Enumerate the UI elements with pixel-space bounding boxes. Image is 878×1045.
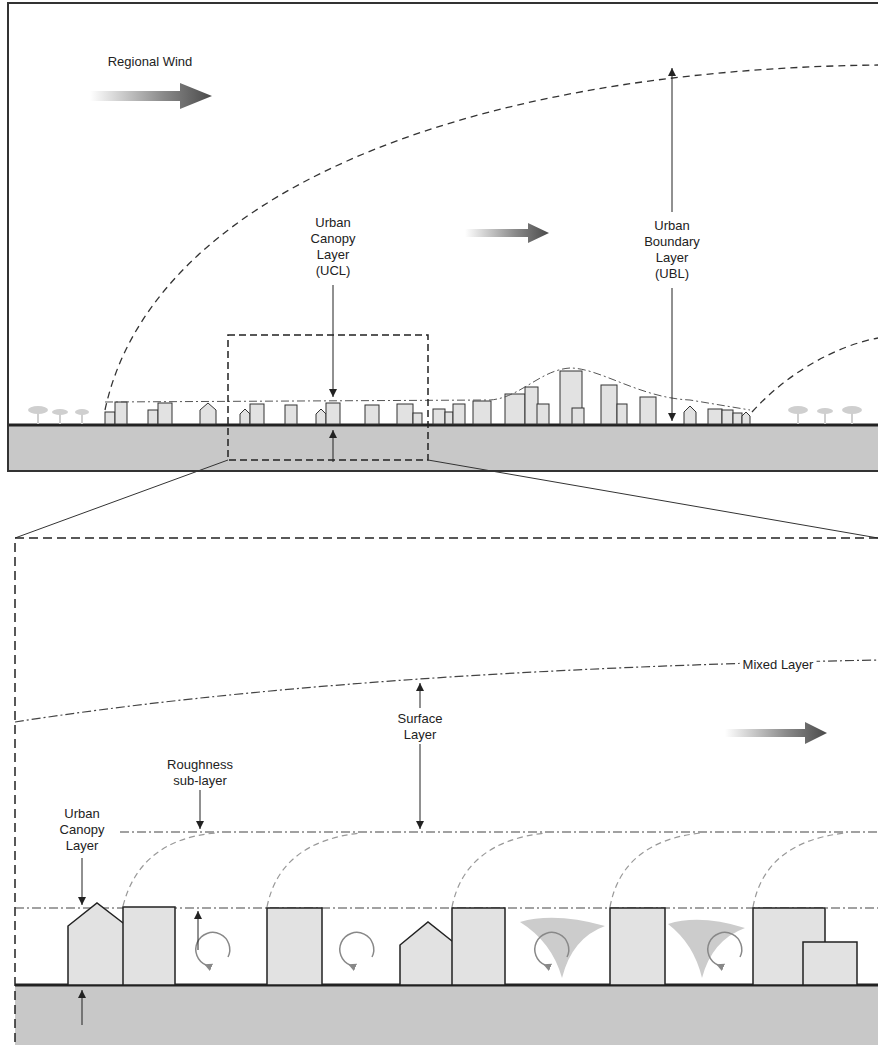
zoom-line [15,460,228,538]
wake-arc [123,833,215,906]
building [445,412,453,424]
overview-panel [8,3,878,471]
building [453,404,465,424]
vortex [535,932,569,965]
wind-arrow [90,83,212,109]
building [803,942,857,985]
layer-label: Roughness sub-layer [164,756,236,790]
wind-arrow [465,223,549,243]
layer-label: Mixed Layer [740,656,817,674]
street-buildings [68,903,857,985]
wake-arc [452,833,545,907]
downwind-plume-boundary [752,338,878,412]
tree [37,410,39,424]
vortex [196,932,230,965]
building [148,410,158,424]
building [267,908,322,985]
building [115,402,127,424]
building [617,404,627,424]
building [250,404,264,424]
building [105,412,115,424]
wake-arc [267,833,360,907]
tree [851,410,853,424]
building [433,409,445,424]
plume [668,920,745,978]
tree [81,412,83,424]
height-arrow [82,858,83,905]
trees [28,406,862,424]
house [684,406,696,424]
roughness-layer-top [120,831,878,832]
wind-arrow [725,722,827,744]
ground [9,425,878,470]
layer-label: Surface Layer [395,710,446,744]
height-arrow [198,911,199,950]
house [68,903,127,985]
building [326,403,340,424]
wake-arc [753,833,845,907]
building [537,404,549,424]
building [733,413,742,424]
wake-arcs [123,833,845,907]
vortex [340,932,374,965]
building [452,908,505,985]
house [742,412,750,424]
layer-label: Urban Canopy Layer [57,805,108,855]
building [285,405,297,424]
house [200,403,216,424]
height-arrow [420,744,421,829]
height-arrow [672,288,673,421]
building [123,907,175,985]
tree [824,411,826,424]
height-arrow [420,683,421,708]
building [640,397,656,424]
zoom-frame [228,335,428,460]
building [365,405,379,424]
wind-label: Regional Wind [105,53,196,71]
tower [601,385,617,424]
layer-label: Urban Canopy Layer (UCL) [308,214,359,280]
zoom-line [428,460,878,538]
height-arrow [200,790,201,829]
tree [59,412,61,424]
building [610,908,665,985]
ground [15,985,878,1045]
wake-arc [610,833,700,907]
height-arrow [333,285,334,397]
tree [797,410,799,424]
height-arrow [333,430,334,462]
zoom-frame [15,538,878,1045]
detail-panel [15,538,878,1045]
layer-label: Urban Boundary Layer (UBL) [641,217,703,283]
plume [520,918,605,978]
building [722,410,733,424]
ubl-boundary [105,65,878,410]
panel-frame [8,3,878,471]
building [158,403,172,424]
building [525,387,538,424]
vortex [708,932,742,965]
building [572,408,584,424]
house [240,409,250,424]
height-arrow [82,990,83,1025]
house [400,922,457,985]
building [413,413,422,424]
building [708,409,722,424]
building [397,404,413,424]
street-vortices [196,932,742,965]
house [316,409,326,424]
building [473,401,491,424]
height-arrow [672,68,673,212]
building [505,394,525,424]
